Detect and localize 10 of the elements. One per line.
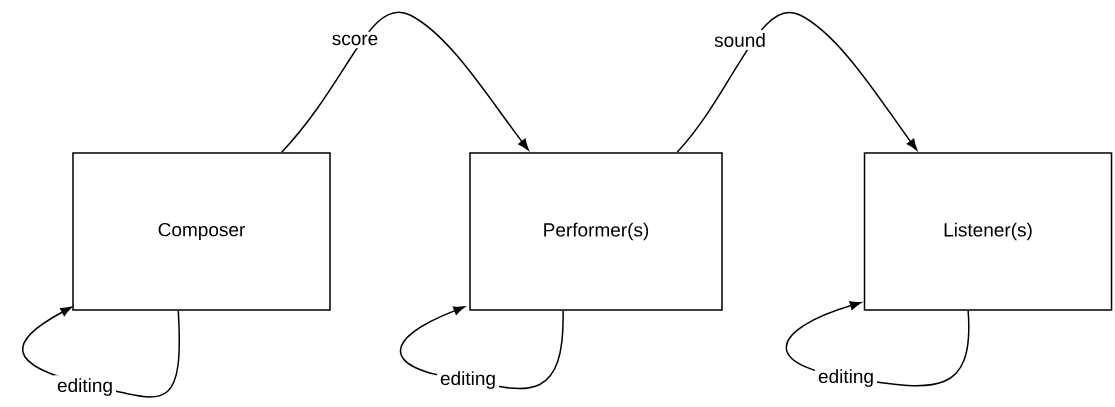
edge-label: editing <box>54 375 116 399</box>
curved-arrow <box>280 11 529 153</box>
edge-label: score <box>328 31 382 49</box>
edge-label: sound <box>711 30 769 50</box>
curved-arrow <box>676 11 918 153</box>
edge-label: editing <box>815 366 877 390</box>
process-box: Performer(s) <box>469 152 723 311</box>
edge-label: editing <box>437 368 499 392</box>
process-box: Listener(s) <box>863 152 1113 311</box>
process-box: Composer <box>72 152 331 311</box>
